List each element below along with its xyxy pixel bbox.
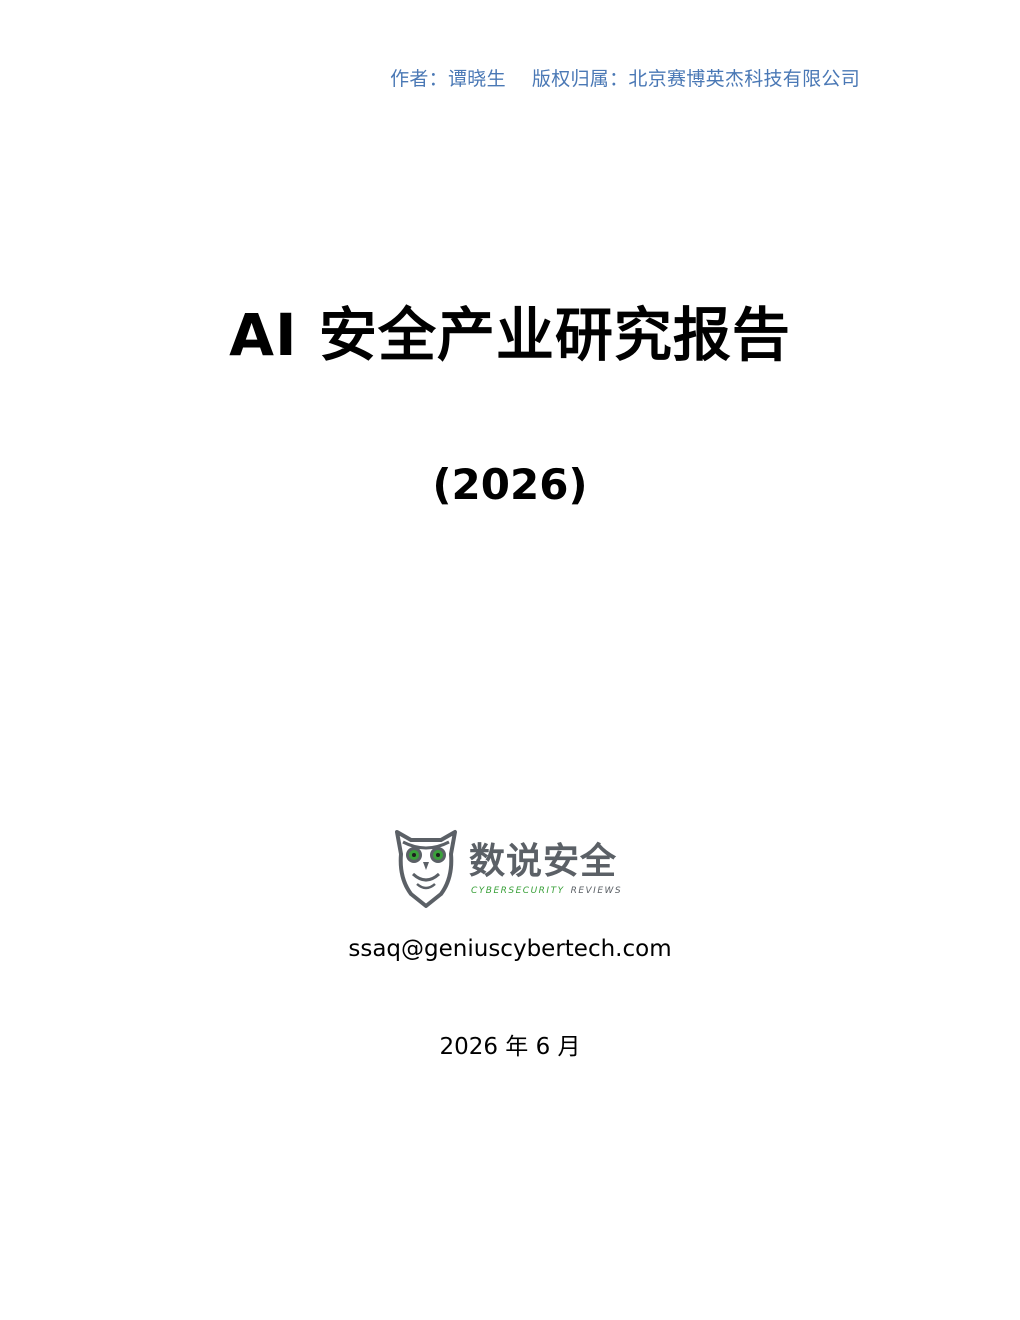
header-line: 作者：谭晓生 版权归属：北京赛博英杰科技有限公司	[390, 64, 860, 91]
logo-name: 数说安全	[469, 841, 618, 882]
logo-subtitle-reviews: REVIEWS	[570, 886, 623, 896]
logo-subtitle: CYBERSECURITY REVIEWS	[471, 886, 622, 896]
report-year: (2026)	[432, 460, 588, 509]
owl-icon	[395, 830, 457, 908]
contact-email: ssaq@geniuscybertech.com	[348, 936, 672, 962]
copyright-text: 版权归属：北京赛博英杰科技有限公司	[531, 68, 860, 90]
author-text: 作者：谭晓生	[390, 68, 506, 90]
logo-subtitle-cybersecurity: CYBERSECURITY	[471, 886, 565, 896]
publish-date: 2026 年 6 月	[439, 1034, 581, 1060]
logo: 数说安全 CYBERSECURITY REVIEWS	[393, 828, 643, 910]
report-title: AI 安全产业研究报告	[229, 301, 791, 369]
